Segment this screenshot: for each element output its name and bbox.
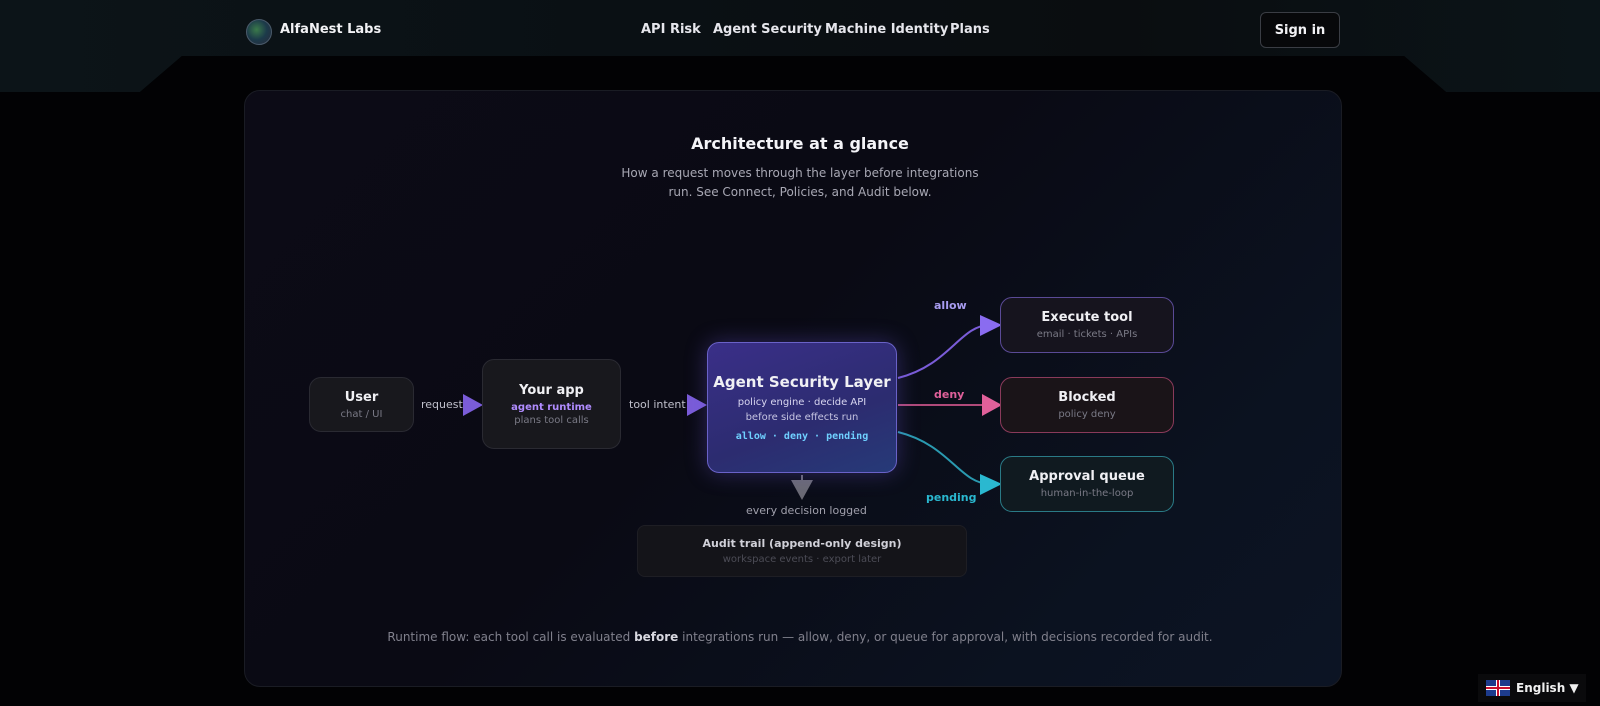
nav-link-machine-identity[interactable]: Machine Identity [825,22,949,37]
edge-label-allow: allow [934,299,967,312]
nav-link-agent-security[interactable]: Agent Security [713,22,822,37]
edge-label-tool-intent: tool intent [629,398,686,411]
node-approval-sub: human-in-the-loop [1040,488,1134,499]
logo-icon[interactable] [246,19,272,45]
section-title: Architecture at a glance [691,134,909,153]
caption-pre: Runtime flow: each tool call is evaluate… [387,630,635,644]
node-layer-line2: before side effects run [745,412,859,423]
top-nav: AlfaNest Labs API Risk Agent Security Ma… [0,0,1600,60]
uk-flag-icon [1486,680,1510,696]
node-user: User chat / UI [309,377,414,432]
runtime-flow-caption: Runtime flow: each tool call is evaluate… [0,630,1600,644]
node-blocked-title: Blocked [1058,390,1116,405]
node-layer-title: Agent Security Layer [713,373,891,391]
section-subtitle: How a request moves through the layer be… [621,166,979,199]
caption-post: integrations run — allow, deny, or queue… [678,630,1213,644]
brand-name[interactable]: AlfaNest Labs [280,22,382,37]
caption-bold: before [634,630,679,644]
node-execute-tool: Execute tool email · tickets · APIs [1000,297,1174,353]
node-execute-sub: email · tickets · APIs [1036,329,1138,340]
node-layer-line1: policy engine · decide API [737,397,867,408]
nav-link-api-risk[interactable]: API Risk [641,22,701,37]
node-app-title: Your app [519,382,584,398]
edge-label-logged: every decision logged [746,504,867,517]
node-app-sub: plans tool calls [514,414,589,426]
edge-label-pending: pending [926,491,977,504]
header-shape [0,56,1600,92]
node-layer-decisions: allow · deny · pending [735,431,869,442]
edge-label-request: request [421,398,463,411]
node-approval-queue: Approval queue human-in-the-loop [1000,456,1174,512]
language-label: English ▼ [1516,681,1579,695]
node-blocked-sub: policy deny [1058,409,1116,420]
node-execute-title: Execute tool [1041,310,1133,325]
language-selector[interactable]: English ▼ [1478,674,1586,702]
node-user-title: User [344,389,379,405]
node-app-accent: agent runtime [511,401,592,413]
node-audit-sub: workspace events · export later [722,554,882,565]
node-approval-title: Approval queue [1029,469,1145,484]
sign-in-button[interactable]: Sign in [1260,12,1340,48]
node-user-sub: chat / UI [340,408,383,420]
node-audit-trail: Audit trail (append-only design) workspa… [637,525,967,577]
node-blocked: Blocked policy deny [1000,377,1174,433]
node-audit-title: Audit trail (append-only design) [702,537,902,550]
node-your-app: Your app agent runtime plans tool calls [482,359,621,449]
nav-link-plans[interactable]: Plans [950,22,990,37]
node-agent-security-layer: Agent Security Layer policy engine · dec… [707,342,897,473]
edge-label-deny: deny [934,388,965,401]
nav-links: API Risk Agent Security Machine Identity… [0,22,1600,42]
